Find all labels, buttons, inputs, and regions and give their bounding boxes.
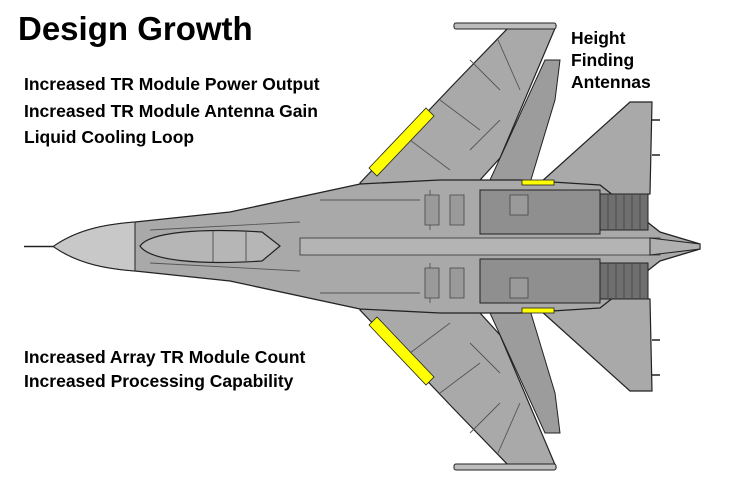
upper-engine-nacelle: [479, 189, 601, 235]
lower-upgrade-list: Increased Array TR Module Count Increase…: [24, 346, 305, 393]
nozzle-petals: [607, 194, 641, 299]
callout-line: Height: [571, 28, 626, 48]
canopy-frame: [212, 231, 247, 262]
access-panels: [424, 194, 529, 299]
upgrade-item: Liquid Cooling Loop: [24, 127, 195, 147]
upgrade-item: Increased Processing Capability: [24, 370, 294, 391]
lower-engine-nacelle: [479, 258, 601, 304]
radome: [53, 221, 136, 272]
tail-cone: [649, 237, 701, 256]
upper-wingtip-rail: [453, 22, 557, 30]
stabilizer-pylons: [652, 119, 660, 376]
callout-line: Finding: [571, 50, 635, 70]
spine-panel: [299, 237, 661, 256]
lower-wingtip-rail: [453, 463, 557, 471]
lower-wing-antenna-highlight: [368, 316, 435, 386]
upper-upgrade-list: Increased TR Module Power Output Increas…: [24, 71, 320, 151]
upgrade-item: Increased TR Module Antenna Gain: [24, 100, 318, 121]
callout-line: Antennas: [571, 72, 651, 92]
antenna-callout: Height Finding Antennas: [571, 27, 651, 93]
upgrade-item: Increased TR Module Power Output: [24, 74, 320, 94]
canopy: [139, 229, 281, 264]
upper-wing-antenna-highlight: [368, 107, 435, 177]
upgrade-item: Increased Array TR Module Count: [24, 347, 306, 367]
lower-fuselage-antenna-highlight: [521, 307, 555, 314]
page-title: Design Growth: [18, 10, 253, 47]
upper-fuselage-antenna-highlight: [521, 179, 555, 186]
